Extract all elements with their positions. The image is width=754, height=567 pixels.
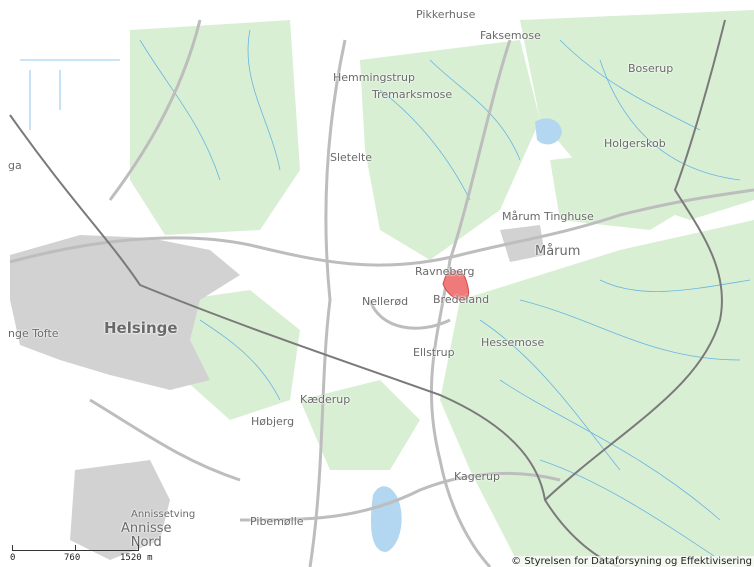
scale-label-1520: 1520 m <box>120 553 153 563</box>
label-pibemolle: Pibemølle <box>250 515 304 528</box>
scale-label-0: 0 <box>10 553 16 563</box>
label-bredeland: Bredeland <box>433 293 490 306</box>
label-nellerod: Nellerød <box>362 295 409 308</box>
label-hobjerg: Høbjerg <box>251 415 295 428</box>
highlighted-parcel[interactable] <box>442 270 470 301</box>
label-nge-tofte: nge Tofte <box>8 327 59 340</box>
label-faksemose: Faksemose <box>480 29 541 42</box>
label-holgerskob: Holgerskob <box>604 137 666 150</box>
label-ga: ga <box>8 159 22 172</box>
urban-areas <box>10 225 545 560</box>
label-marum-tinghuse: Mårum Tinghuse <box>502 210 594 223</box>
label-kaederup: Kæderup <box>300 393 351 406</box>
label-ellstrup: Ellstrup <box>413 346 455 359</box>
label-helsinge: Helsinge <box>104 319 178 337</box>
scale-bar: 0 760 1520 m <box>8 545 178 565</box>
label-hemmingstrup: Hemmingstrup <box>333 71 416 84</box>
label-sletelte: Sletelte <box>330 151 373 164</box>
attribution[interactable]: © Styrelsen for Dataforsyning og Effekti… <box>509 556 754 567</box>
label-annissetving: Annissetving <box>131 509 196 520</box>
label-hessemose: Hessemose <box>481 336 545 349</box>
label-pikkerhuse: Pikkerhuse <box>416 8 476 21</box>
forest-areas <box>130 10 754 567</box>
roads <box>9 19 754 567</box>
label-tremarksmose: Tremarksmose <box>372 88 453 101</box>
label-marum: Mårum <box>535 244 581 259</box>
railways <box>9 19 726 567</box>
scale-label-760: 760 <box>64 553 81 563</box>
label-ravneberg: Ravneberg <box>415 265 475 278</box>
label-kagerup: Kagerup <box>454 470 500 483</box>
streams <box>20 29 751 561</box>
label-boserup: Boserup <box>628 62 674 75</box>
